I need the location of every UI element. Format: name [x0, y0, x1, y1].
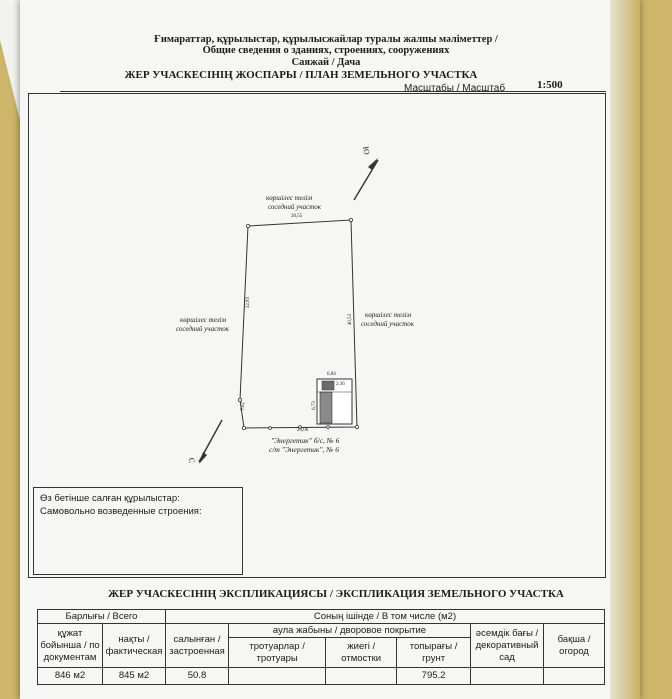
neighbor-left-kz: көршілес телім — [180, 316, 227, 324]
marker-7 — [268, 426, 272, 430]
header-line-2: Общие сведения о зданиях, строениях, соо… — [202, 45, 450, 56]
col-yard-header: аула жабыны / дворовое покрытие — [228, 623, 471, 638]
val-built: 50.8 — [165, 667, 229, 685]
total-header: Барлығы / Всего — [37, 609, 166, 624]
col-garden-header: бақша / огород — [543, 623, 605, 668]
dim-top: 20,55 — [291, 214, 303, 219]
scale-label: Масштабы / Масштаб — [404, 83, 506, 94]
col-fact-header: нақты / фактическая — [102, 623, 166, 668]
marker-6 — [298, 425, 302, 429]
explication-table: Барлығы / Всего Соның ішінде / В том чис… — [37, 609, 605, 685]
dim-house-top: 6,04 — [327, 372, 336, 377]
explication-title: ЖЕР УЧАСКЕСІНІҢ ЭКСПЛИКАЦИЯСЫ / ЭКСПЛИКА… — [108, 588, 564, 600]
marker-4 — [241, 425, 246, 430]
val-sidewalk — [227, 667, 327, 685]
north-arrow — [353, 158, 379, 201]
col-decor-header: әсемдік бағы / декоративный сад — [470, 623, 544, 668]
boundary-markers — [237, 217, 359, 430]
neighbor-top-ru: соседний участок — [268, 203, 322, 211]
dim-left: 32,83 — [246, 296, 252, 309]
page-shadow — [610, 0, 640, 699]
col-doc-header: құжат бойынша / по документам — [37, 623, 103, 668]
col-blind-header: жиегі / отмостки — [325, 637, 398, 668]
address-ru: с/т "Энергетик", № 6 — [269, 445, 339, 454]
south-arrow — [198, 419, 223, 464]
house-hatched-part — [319, 391, 333, 424]
val-fact: 845 м2 — [102, 667, 166, 685]
dim-right: 40,53 — [348, 313, 354, 326]
val-decor — [470, 667, 544, 685]
marker-5 — [237, 397, 242, 402]
plan-title: ЖЕР УЧАСКЕСІНІҢ ЖОСПАРЫ / ПЛАН ЗЕМЕЛЬНОГ… — [124, 69, 478, 81]
val-blind — [325, 667, 398, 685]
neighbor-left-ru: соседний участок — [176, 325, 230, 333]
marker-2 — [348, 217, 353, 222]
val-soil: 795.2 — [396, 667, 471, 685]
including-header: Соның ішінде / В том числе (м2) — [165, 609, 605, 624]
dim-bottom: 20,06 — [297, 428, 309, 433]
scale-value: 1:500 — [537, 79, 563, 91]
col-soil-header: топырағы / грунт — [396, 637, 471, 668]
header-line-1: Ғимараттар, құрылыстар, құрылысжайлар ту… — [154, 34, 498, 45]
address-kz: "Энергетик" б/с, № 6 — [271, 436, 340, 445]
legend-line-2: Самовольно возведенные строения: — [40, 506, 202, 517]
plan-frame — [28, 93, 606, 578]
val-doc: 846 м2 — [37, 667, 103, 685]
legend-line-1: Өз бетінше салған құрылыстар: — [40, 493, 180, 504]
col-built-header: салынған / застроенная — [165, 623, 229, 668]
marker-3 — [354, 424, 359, 429]
neighbor-top-kz: көршілес телім — [266, 194, 313, 202]
north-label: Ю — [360, 145, 372, 156]
dim-house-inner: 2,36 — [336, 382, 345, 387]
neighbor-right-kz: көршілес телім — [365, 311, 412, 319]
neighbor-right-ru: соседний участок — [361, 320, 415, 328]
marker-8 — [326, 425, 330, 429]
document-page — [20, 0, 640, 699]
house-small-part — [321, 380, 335, 391]
marker-1 — [245, 223, 250, 228]
header-rule — [60, 91, 606, 92]
val-garden — [543, 667, 605, 685]
unauthorized-buildings-box: Өз бетінше салған құрылыстар: Самовольно… — [33, 487, 243, 575]
header-line-3: Саяжай / Дача — [291, 57, 361, 68]
dim-house-left: 6,73 — [311, 401, 317, 410]
col-sidewalk-header: тротуарлар / тротуары — [227, 637, 327, 668]
